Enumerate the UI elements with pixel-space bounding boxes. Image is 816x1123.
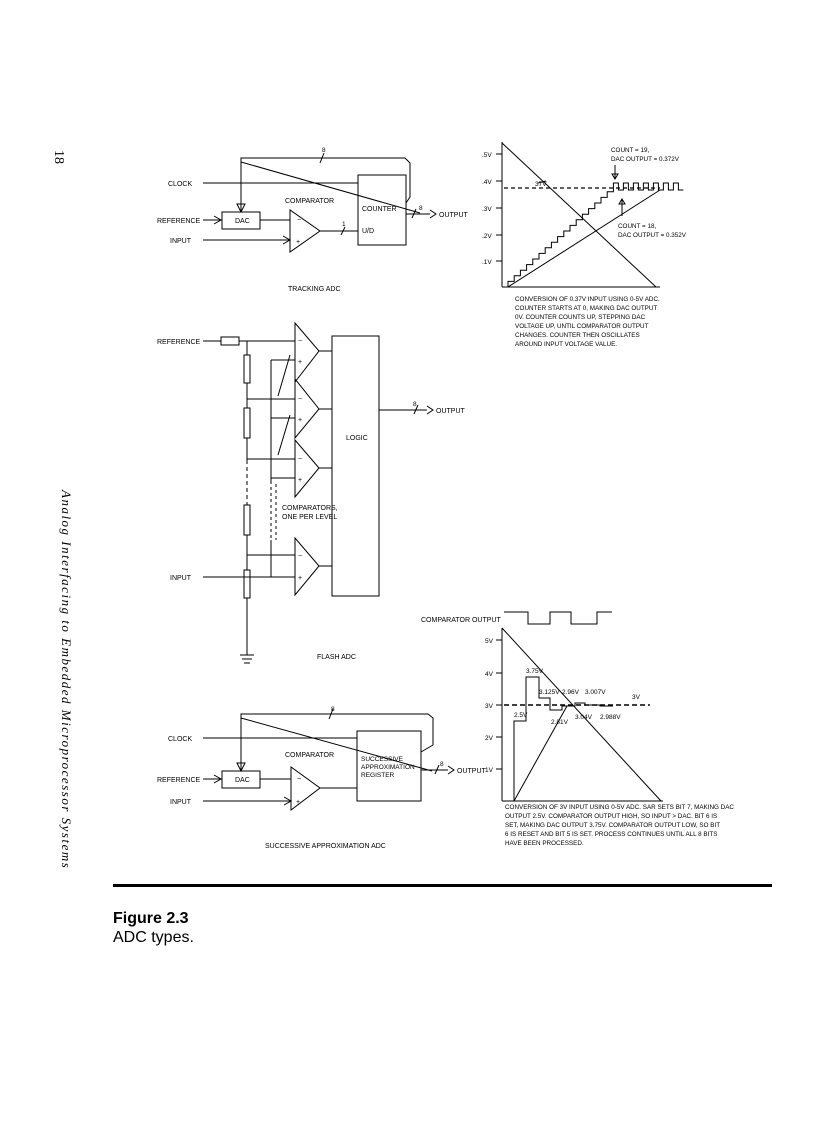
tracking-ytick-1: .4V bbox=[482, 179, 492, 186]
tracking-ref-value: 37V bbox=[535, 181, 547, 188]
sar-caption-1: OUTPUT 2.5V. COMPARATOR OUTPUT HIGH, SO … bbox=[505, 813, 717, 820]
sar-ytick-3: 2V bbox=[485, 735, 494, 742]
figure-label: Figure 2.3 bbox=[113, 910, 189, 927]
comparators-label-1: COMPARATORS, bbox=[282, 505, 338, 512]
sar-ytick-2: 3V bbox=[485, 703, 494, 710]
sar-input-label: INPUT bbox=[170, 799, 192, 806]
tracking-ytick-0: .5V bbox=[482, 152, 492, 159]
sar-minus: − bbox=[297, 776, 301, 783]
sar-register-block bbox=[356, 730, 422, 802]
ud-label: U/D bbox=[362, 228, 374, 235]
counter-label: COUNTER bbox=[362, 206, 397, 213]
tracking-adc-title: TRACKING ADC bbox=[288, 286, 341, 293]
sar-label-296: 2.96V bbox=[562, 689, 580, 696]
dac19-label: DAC OUTPUT = 0.372V bbox=[611, 156, 680, 163]
sar-label-3125: 3.125V bbox=[539, 689, 560, 696]
tracking-input-label: INPUT bbox=[170, 238, 192, 245]
flash-reference-label: REFERENCE bbox=[157, 339, 201, 346]
flash-c4-plus: + bbox=[298, 575, 302, 582]
tracking-dac-label: DAC bbox=[235, 218, 250, 225]
sar-bus-width-a: 8 bbox=[331, 706, 335, 713]
flash-adc-schematic bbox=[203, 321, 434, 664]
sar-caption-4: HAVE BEEN PROCESSED. bbox=[505, 840, 584, 847]
sar-caption-3: 6 IS RESET AND BIT 5 IS SET. PROCESS CON… bbox=[505, 831, 717, 838]
tracking-bus-width-1: 1 bbox=[342, 221, 346, 228]
tracking-graph bbox=[496, 142, 684, 288]
sar-label-281: 2.81V bbox=[551, 719, 569, 726]
flash-output-label: OUTPUT bbox=[436, 408, 466, 415]
sar-label-2988: 2.988V bbox=[600, 714, 621, 721]
tracking-ytick-2: .3V bbox=[482, 206, 492, 213]
sar-ytick-4: 1V bbox=[485, 767, 494, 774]
tracking-adc-schematic bbox=[203, 152, 437, 253]
tracking-caption-5: AROUND INPUT VOLTAGE VALUE. bbox=[515, 341, 617, 348]
tracking-caption-4: CHANGES. COUNTER THEN OSCILLATES bbox=[515, 332, 640, 339]
sar-label-375: 3.75V bbox=[526, 668, 544, 675]
flash-c1-minus: − bbox=[298, 338, 302, 345]
comparator-triangle bbox=[289, 209, 321, 253]
tracking-reference-label: REFERENCE bbox=[157, 218, 201, 225]
flash-bus-width: 8 bbox=[413, 401, 417, 408]
sar-graph bbox=[496, 611, 663, 802]
sar-register-line3: REGISTER bbox=[361, 772, 395, 779]
flash-c3-minus: − bbox=[298, 456, 302, 463]
count18-label: COUNT = 18, bbox=[618, 223, 656, 230]
tracking-plus: + bbox=[296, 239, 300, 246]
dac18-label: DAC OUTPUT = 0.352V bbox=[618, 232, 687, 239]
logic-block bbox=[331, 335, 380, 597]
comparator-output-label: COMPARATOR OUTPUT bbox=[421, 617, 501, 624]
tracking-caption-2: 0V. COUNTER COUNTS UP, STEPPING DAC bbox=[515, 314, 646, 321]
sar-plus: + bbox=[296, 799, 300, 806]
tracking-bus-width-b: 8 bbox=[419, 205, 423, 212]
sar-label-3007: 3.007V bbox=[585, 689, 606, 696]
flash-c4-minus: − bbox=[298, 553, 302, 560]
tracking-ytick-3: .2V bbox=[482, 233, 492, 240]
figure-rule bbox=[113, 884, 772, 887]
sar-caption-2: SET, MAKING DAC OUTPUT 3.75V. COMPARATOR… bbox=[505, 822, 720, 829]
flash-c2-plus: + bbox=[298, 417, 302, 424]
tracking-caption-0: CONVERSION OF 0.37V INPUT USING 0-5V ADC… bbox=[515, 296, 660, 303]
sar-comparator-label: COMPARATOR bbox=[285, 752, 334, 759]
sar-output-label: OUTPUT bbox=[457, 768, 487, 775]
flash-c1-plus: + bbox=[298, 359, 302, 366]
tracking-caption-1: COUNTER STARTS AT 0, MAKING DAC OUTPUT bbox=[515, 305, 657, 312]
tracking-clock-label: CLOCK bbox=[168, 181, 192, 188]
counter-block bbox=[357, 174, 407, 246]
flash-adc-title: FLASH ADC bbox=[317, 654, 356, 661]
flash-c2-minus: − bbox=[298, 396, 302, 403]
sar-clock-label: CLOCK bbox=[168, 736, 192, 743]
flash-c3-plus: + bbox=[298, 477, 302, 484]
tracking-minus: − bbox=[297, 217, 301, 224]
sar-caption-0: CONVERSION OF 3V INPUT USING 0-5V ADC. S… bbox=[505, 804, 734, 811]
tracking-output-label: OUTPUT bbox=[439, 212, 469, 219]
tracking-ytick-4: .1V bbox=[482, 259, 492, 266]
tracking-caption-3: VOLTAGE UP, UNTIL COMPARATOR OUTPUT bbox=[515, 323, 649, 330]
sar-label-304: 3.04V bbox=[575, 714, 593, 721]
comparators-label-2: ONE PER LEVEL bbox=[282, 514, 337, 521]
sar-adc-schematic bbox=[203, 708, 455, 812]
sar-reference-label: REFERENCE bbox=[157, 777, 201, 784]
sar-adc-title: SUCCESSIVE APPROXIMATION ADC bbox=[265, 843, 386, 850]
logic-label: LOGIC bbox=[346, 435, 368, 442]
sar-dac-label: DAC bbox=[235, 777, 250, 784]
count19-label: COUNT = 19, bbox=[611, 147, 649, 154]
sar-ytick-0: 5V bbox=[485, 638, 494, 645]
sar-register-line2: APPROXIMATION bbox=[361, 764, 415, 771]
sar-register-line1: SUCCESSIVE bbox=[361, 756, 404, 763]
tracking-comparator-label: COMPARATOR bbox=[285, 198, 334, 205]
figure-caption: ADC types. bbox=[113, 929, 194, 946]
sar-ytick-1: 4V bbox=[485, 671, 494, 678]
sar-bus-width-b: 8 bbox=[440, 761, 444, 768]
sar-label-25: 2.5V bbox=[514, 712, 528, 719]
tracking-bus-width-a: 8 bbox=[322, 147, 326, 154]
flash-input-label: INPUT bbox=[170, 575, 192, 582]
sar-label-3v: 3V bbox=[632, 694, 641, 701]
